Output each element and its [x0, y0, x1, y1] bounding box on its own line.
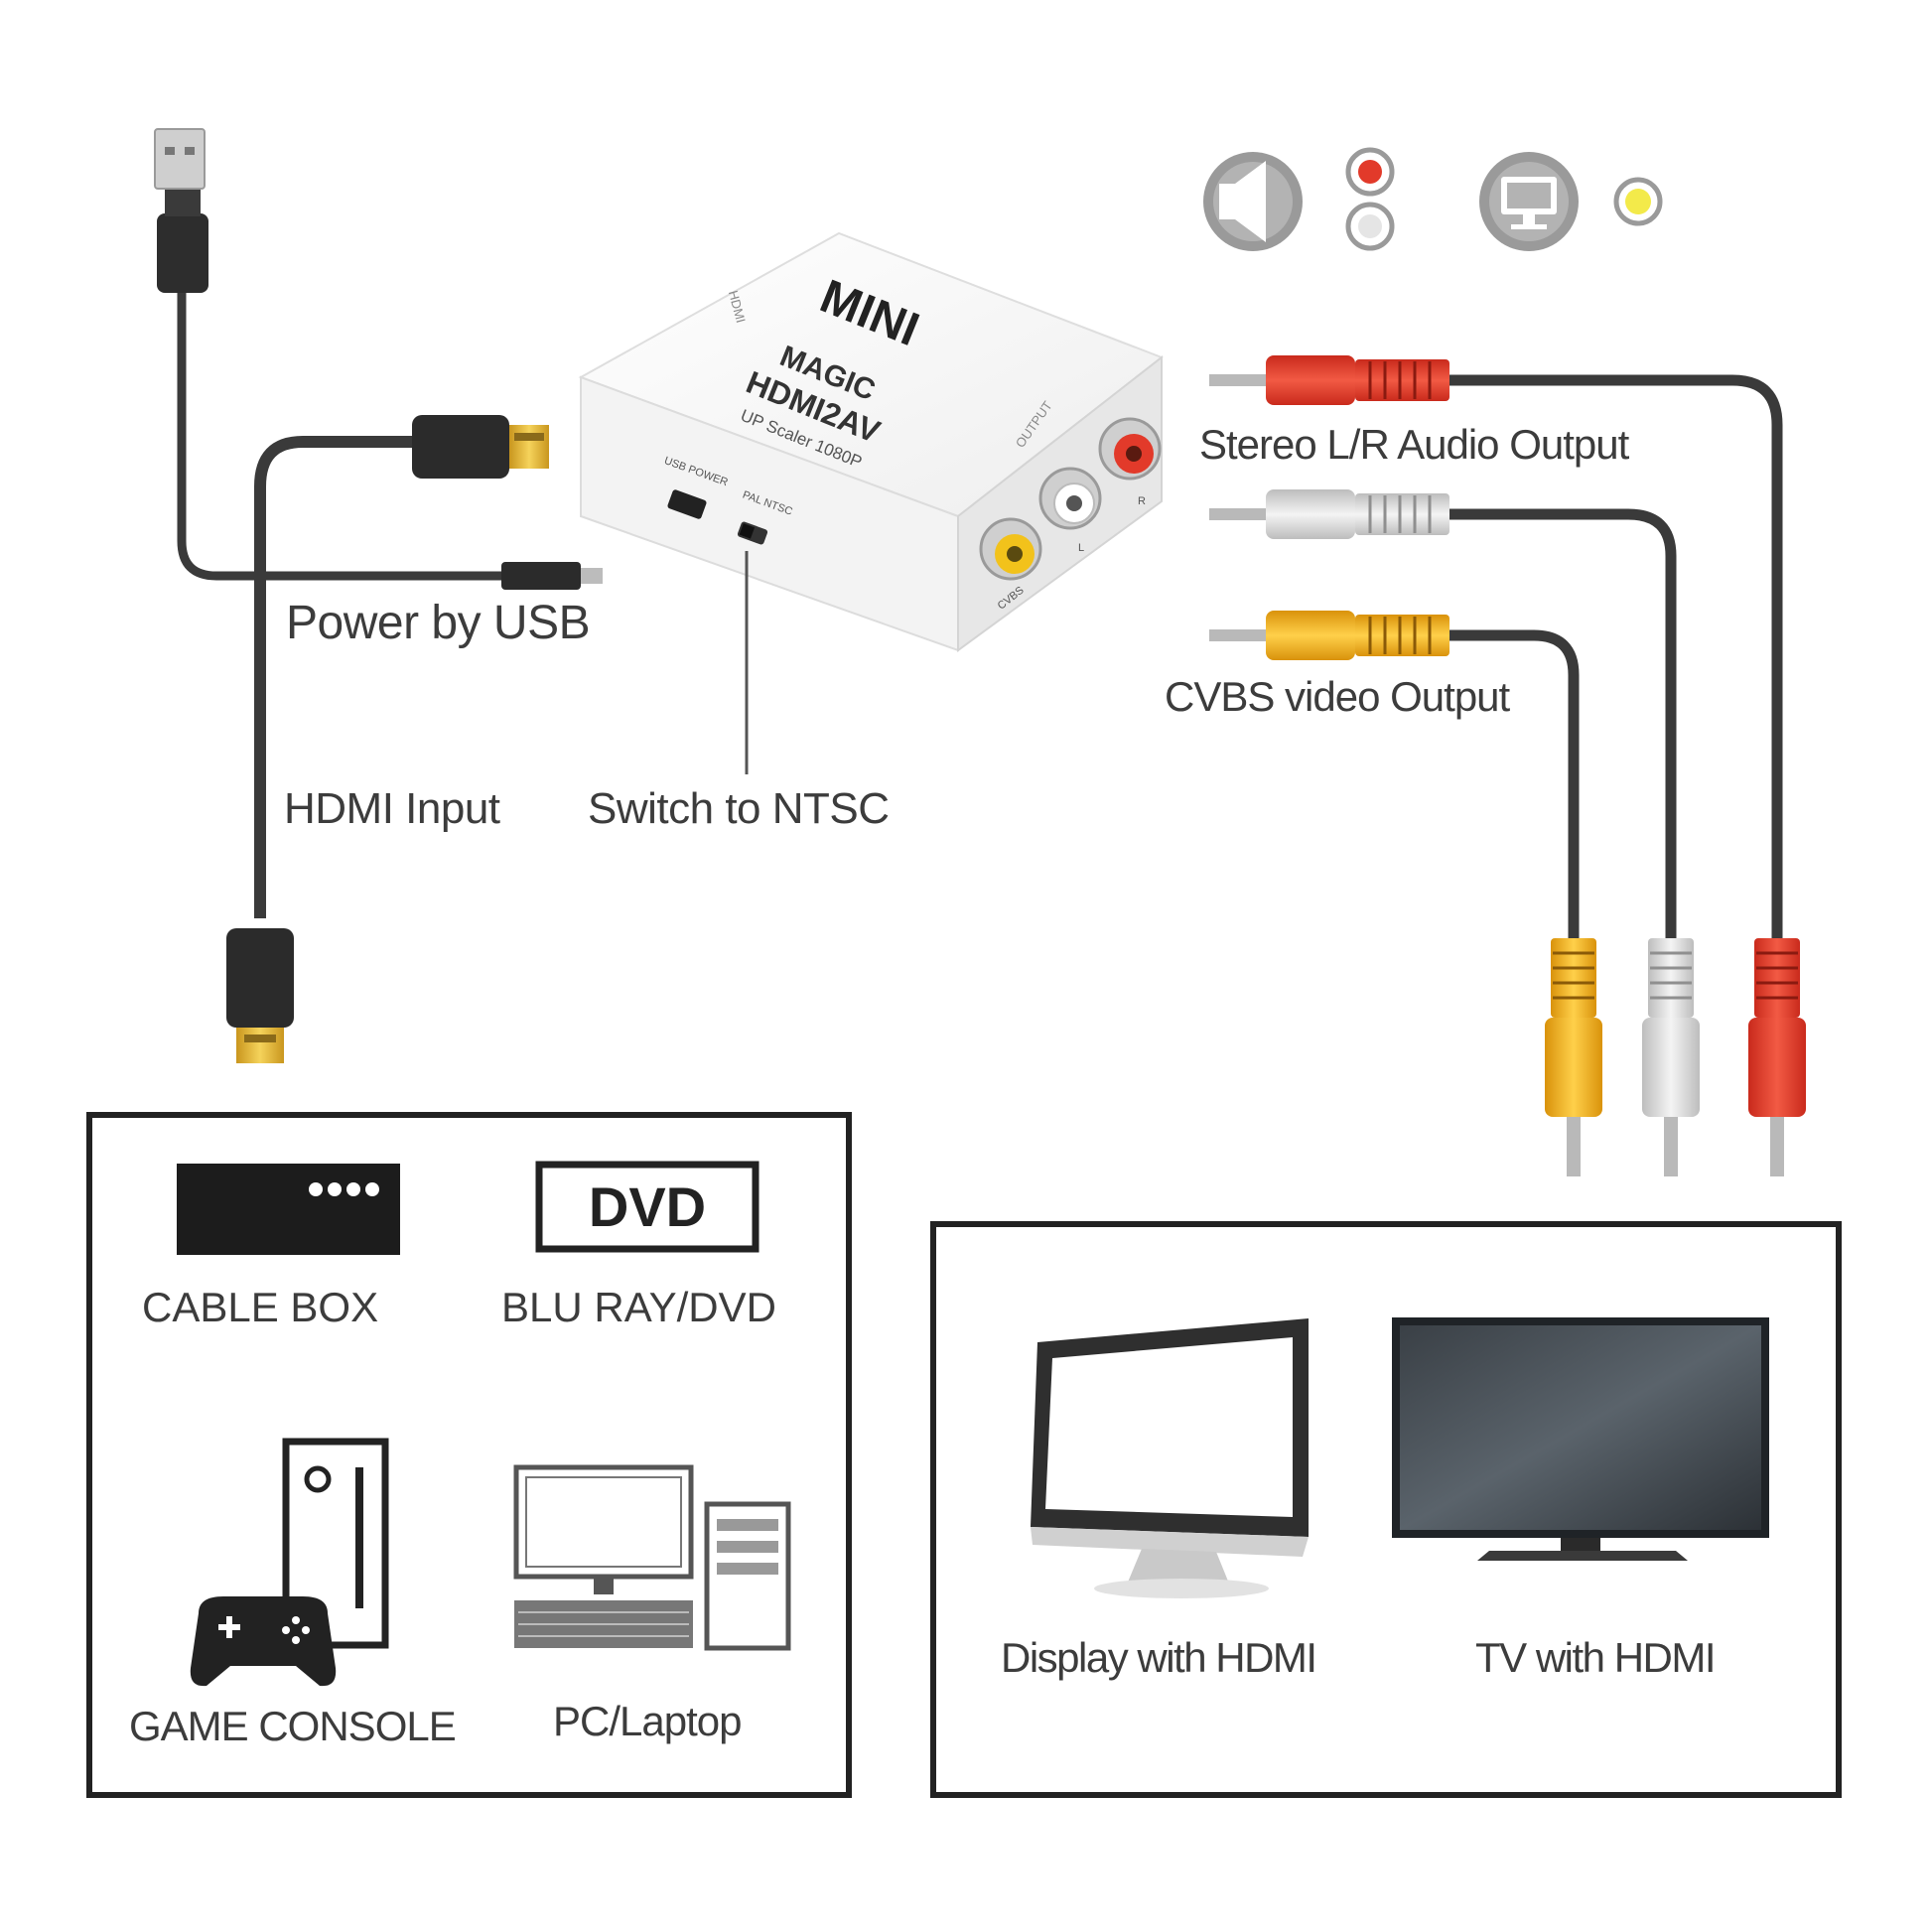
label-tv-hdmi: TV with HDMI [1475, 1634, 1717, 1681]
rca-red-jack-icon [1345, 147, 1395, 197]
label-pc-laptop: PC/Laptop [553, 1698, 742, 1744]
yellow-rca-plug-top [1209, 611, 1449, 660]
label-cable-box: CABLE BOX [142, 1284, 379, 1330]
usb-a-plug [157, 213, 208, 293]
game-console-icon [190, 1438, 389, 1687]
hdmi-plug-bottom [226, 928, 294, 1028]
label-blu-ray: BLU RAY/DVD [501, 1284, 776, 1330]
label-hdmi-input: HDMI Input [284, 784, 500, 833]
cvbs-jack [979, 517, 1042, 581]
white-rca-plug-top [1209, 489, 1449, 539]
display-devices-box [930, 1221, 1842, 1798]
speaker-icon [1203, 152, 1303, 251]
hdmi-input-cable [226, 415, 549, 1063]
audio-l-jack [1038, 467, 1102, 530]
usb-power-port [667, 489, 707, 519]
label-video-output: CVBS video Output [1165, 673, 1510, 720]
rca-white-jack-icon [1345, 202, 1395, 251]
red-rca-plug-top [1209, 355, 1449, 405]
label-power-by-usb: Power by USB [286, 597, 591, 649]
yellow-rca-plug-bottom [1545, 938, 1602, 1176]
white-rca-plug-bottom [1642, 938, 1700, 1176]
usb-power-cable [154, 128, 603, 590]
label-audio-output: Stereo L/R Audio Output [1199, 421, 1629, 468]
pc-icon [513, 1464, 791, 1651]
label-display-hdmi: Display with HDMI [1001, 1634, 1317, 1681]
converter-port-label-r: R [1138, 495, 1146, 507]
display-monitor-icon [1031, 1318, 1309, 1598]
rca-cables [1209, 355, 1806, 1176]
tv-icon [1392, 1317, 1769, 1561]
audio-r-jack [1098, 417, 1162, 481]
cable-box-icon [177, 1164, 400, 1255]
source-devices-box [86, 1112, 852, 1798]
dvd-badge-text: DVD [589, 1175, 706, 1238]
hdmi2av-converter: MINI MAGIC HDMI2AV UP Scaler 1080P HDMI … [578, 231, 1165, 652]
monitor-icon [1479, 152, 1579, 251]
pal-ntsc-switch[interactable] [737, 521, 768, 546]
rca-yellow-jack-icon [1613, 177, 1663, 226]
red-rca-plug-bottom [1748, 938, 1806, 1176]
hdmi-plug-top [412, 415, 509, 479]
label-game-console: GAME CONSOLE [129, 1703, 457, 1749]
dvd-icon: DVD [535, 1161, 759, 1253]
label-switch-to-ntsc: Switch to NTSC [588, 784, 890, 833]
converter-port-label-l: L [1078, 542, 1084, 554]
